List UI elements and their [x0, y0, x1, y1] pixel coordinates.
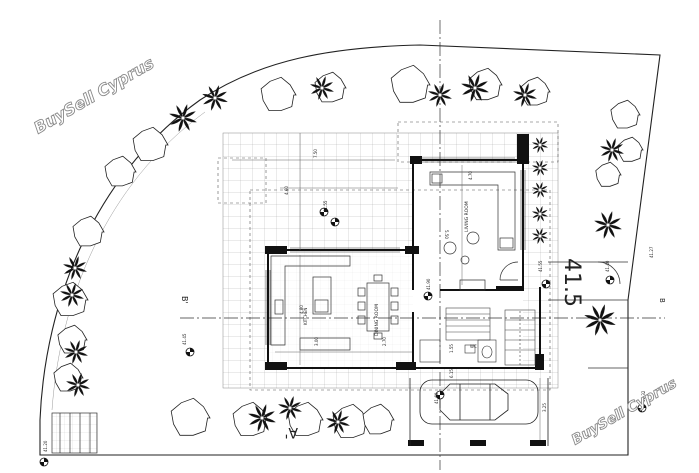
- dining-table: [357, 274, 399, 340]
- dimension-615: 6.15: [449, 369, 454, 378]
- room-label-wc: WC: [470, 344, 477, 349]
- windows: [265, 157, 526, 345]
- palm-icon: [310, 76, 334, 100]
- palm-icon: [326, 410, 350, 434]
- dimension-300: 3.00: [314, 337, 319, 346]
- interior-floor-living: [413, 160, 523, 368]
- level-marker-icon: [541, 279, 551, 289]
- plot-boundary-inner: [51, 111, 206, 411]
- palm-icon: [600, 138, 624, 162]
- dashed-outlines: [217, 121, 559, 391]
- palms: [60, 74, 624, 434]
- palm-icon: [584, 304, 616, 336]
- section-mark-a: A': [285, 424, 298, 440]
- tree-icon: [362, 403, 395, 435]
- palm-icon: [428, 83, 452, 107]
- section-mark-b-right: B: [658, 298, 666, 303]
- palm-icon: [532, 182, 548, 198]
- palm-icon: [461, 74, 489, 102]
- level-4140: 41.40: [605, 260, 610, 272]
- level-marker-icon: [435, 390, 445, 400]
- level-marker-icon: [637, 403, 647, 413]
- wall-posts: [265, 134, 546, 446]
- wc-fixtures: [419, 339, 497, 363]
- tree-icon: [260, 76, 297, 111]
- tree-icon: [595, 161, 622, 187]
- dimension-470: 4.70: [468, 171, 473, 180]
- level-marker-icon: [185, 347, 195, 357]
- palm-icon: [278, 396, 302, 420]
- dimension-155: 1.55: [449, 344, 454, 353]
- palm-icon: [532, 137, 548, 153]
- watermark-top-left: BuySell Cyprus: [31, 53, 158, 137]
- tree-icon: [72, 215, 105, 247]
- palm-icon: [248, 404, 276, 432]
- palm-icon: [63, 256, 87, 280]
- level-marker-icon: [39, 457, 49, 467]
- level-marker-icon: [330, 217, 340, 227]
- palm-icon: [513, 83, 537, 107]
- palm-icon: [532, 206, 548, 222]
- tree-icon: [170, 397, 211, 436]
- dimension-270: 2.70: [382, 337, 387, 346]
- level-4160: 41.60: [434, 392, 439, 404]
- level-marker-icon: [423, 291, 433, 301]
- watermark-bottom-right: BuySell Cyprus: [569, 375, 680, 448]
- kitchen-counters: [270, 255, 351, 351]
- tree-icon: [104, 155, 137, 187]
- level-4155-top: 41.55: [323, 200, 328, 212]
- room-label-kitchen: KITCHEN: [303, 308, 308, 325]
- tree-icon: [390, 64, 431, 103]
- palm-icon: [202, 85, 228, 111]
- tree-icon: [610, 99, 641, 129]
- level-4155-right: 41.55: [538, 260, 543, 272]
- palm-icon: [169, 104, 197, 132]
- level-marker-icon: [319, 207, 329, 217]
- palm-icon: [532, 160, 548, 176]
- palm-icon: [594, 211, 622, 239]
- gate: [51, 261, 628, 454]
- palm-icon: [66, 373, 90, 397]
- level-4190: 41.90: [426, 278, 431, 290]
- level-4145: 41.45: [182, 333, 187, 345]
- room-label-dining: DINING ROOM: [374, 304, 380, 336]
- living-furniture: [429, 171, 519, 291]
- dimension-460: 4.60: [284, 186, 289, 195]
- tree-icon: [132, 126, 169, 161]
- palm-icon: [532, 228, 548, 244]
- dimension-325: 3.25: [542, 403, 547, 412]
- plot-code: 41.5: [559, 258, 584, 307]
- tree-icon: [314, 71, 347, 103]
- dimension-lines: [232, 133, 541, 440]
- tree-icon: [617, 136, 644, 162]
- section-mark-b-left: B': [180, 296, 189, 304]
- dimension-550: 5.50: [444, 230, 449, 239]
- palm-icon: [64, 340, 88, 364]
- dimension-750: 7.50: [313, 149, 318, 158]
- level-markers: [39, 207, 647, 467]
- palm-icon: [60, 283, 84, 307]
- dimension-480: 4.80: [299, 305, 304, 314]
- level-4132: 41.32: [641, 390, 646, 402]
- staircase: [445, 307, 536, 366]
- room-label-living: LIVING ROOM: [464, 201, 470, 232]
- level-4120: 41.20: [43, 440, 48, 452]
- level-4127: 41.27: [649, 246, 654, 258]
- level-marker-icon: [605, 275, 615, 285]
